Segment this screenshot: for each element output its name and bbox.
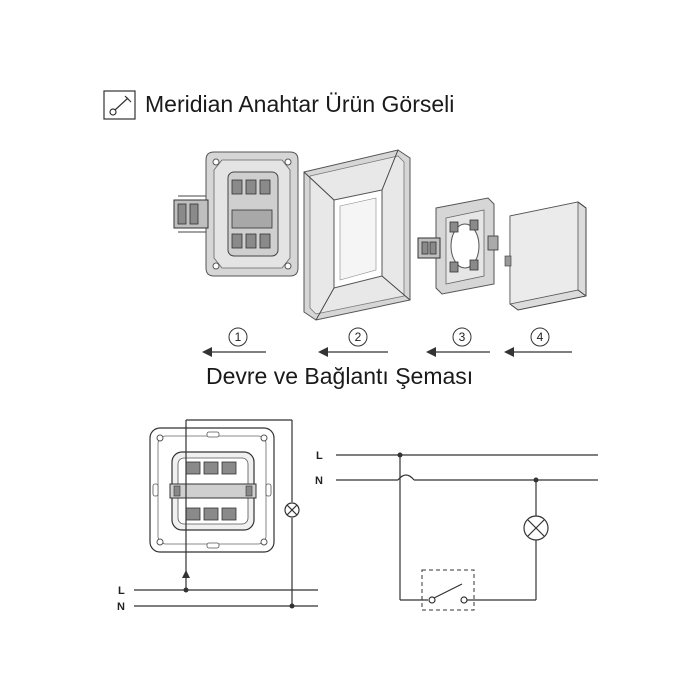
switch-rear-view — [149, 427, 275, 553]
frame-part — [303, 149, 411, 321]
page-title: Meridian Anahtar Ürün Görseli — [145, 91, 454, 117]
assembly-step-2: 2 — [318, 327, 388, 357]
step-number: 2 — [355, 330, 362, 344]
rocker-cover-part — [504, 201, 587, 311]
section-subtitle: Devre ve Bağlantı Şeması — [206, 363, 473, 389]
title-icon — [103, 90, 136, 120]
assembly-step-1: 1 — [202, 327, 266, 357]
line-label: L — [316, 450, 323, 462]
mechanism-with-plate-part — [173, 151, 299, 277]
step-number: 4 — [537, 330, 544, 344]
step-number: 1 — [235, 330, 242, 344]
switch-symbol — [421, 569, 475, 611]
right-schematic: L N — [315, 450, 598, 611]
neutral-label: N — [117, 601, 125, 613]
mechanism-insert-part — [417, 197, 499, 295]
line-label: L — [118, 585, 125, 597]
assembly-step-3: 3 — [426, 327, 490, 357]
left-wiring: L N — [117, 419, 318, 613]
neutral-label: N — [315, 475, 323, 487]
assembly-step-4: 4 — [504, 327, 572, 357]
step-number: 3 — [459, 330, 466, 344]
